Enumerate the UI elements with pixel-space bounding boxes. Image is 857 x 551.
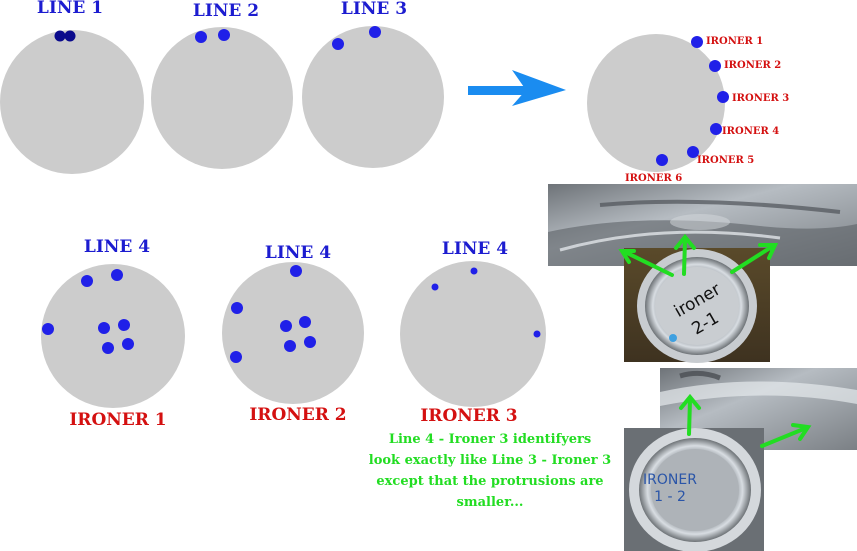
summary-dot: [710, 123, 722, 135]
summary-label: IRONER 3: [732, 93, 789, 104]
ironer2-label: IRONER 2: [249, 405, 346, 425]
summary-dot: [717, 91, 729, 103]
photo2-marker-text: IRONER: [643, 472, 697, 488]
line1-group: LINE 1: [0, 0, 144, 174]
line2-group: LINE 2: [151, 1, 293, 169]
line1-dot: [54, 30, 66, 42]
line2-label: LINE 2: [193, 1, 259, 21]
line4-ironer1-dot: [122, 338, 134, 350]
line4-ironer1-dot: [98, 322, 110, 334]
line4-ironer2-dot: [284, 340, 296, 352]
line4-label: LINE 4: [265, 243, 331, 263]
note-line: Line 4 - Ironer 3 identifyers: [389, 432, 591, 447]
line3-label: LINE 3: [341, 0, 407, 19]
note-text: Line 4 - Ironer 3 identifyers look exact…: [369, 432, 611, 510]
line4-ironer1-dot: [102, 342, 114, 354]
line1-disc: [0, 30, 144, 174]
line4-ironer1-dot: [81, 275, 93, 287]
line3-disc: [302, 26, 444, 168]
line4-ironer1-dot: [111, 269, 123, 281]
line4-ironer2-dot: [304, 336, 316, 348]
photo2-marker-text: 1 - 2: [654, 489, 686, 505]
line4-ironer2-group: LINE 4 IRONER 2: [222, 243, 364, 425]
photo-ironer-1-2: IRONER 1 - 2: [624, 368, 857, 551]
summary-label: IRONER 2: [724, 60, 781, 71]
line4-ironer3-disc: [400, 261, 546, 407]
summary-group: IRONER 1 IRONER 2 IRONER 3 IRONER 4 IRON…: [587, 34, 789, 184]
line3-group: LINE 3: [302, 0, 444, 168]
line4-ironer1-dot: [118, 319, 130, 331]
line4-label: LINE 4: [84, 237, 150, 257]
summary-label: IRONER 6: [625, 173, 682, 184]
line4-ironer2-disc: [222, 262, 364, 404]
photo-ironer-2-1: ironer 2-1: [548, 184, 857, 363]
ironer3-label: IRONER 3: [420, 406, 517, 426]
line4-ironer2-dot: [231, 302, 243, 314]
summary-dot: [691, 36, 703, 48]
line4-ironer2-dot: [290, 265, 302, 277]
line4-ironer2-dot: [280, 320, 292, 332]
summary-disc: [587, 34, 725, 172]
summary-dot: [687, 146, 699, 158]
line1-dot: [64, 30, 76, 42]
green-arrow-icon: [618, 233, 779, 277]
line4-ironer3-dot: [431, 283, 439, 291]
note-line: look exactly like Line 3 - Ironer 3: [369, 453, 611, 468]
line1-label: LINE 1: [37, 0, 103, 18]
summary-label: IRONER 4: [722, 126, 779, 137]
right-arrow-icon: [468, 70, 566, 106]
line4-ironer3-dot: [533, 330, 541, 338]
ironer1-label: IRONER 1: [69, 410, 166, 430]
line4-ironer1-dot: [42, 323, 54, 335]
summary-dot: [709, 60, 721, 72]
note-line: except that the protrusions are: [376, 474, 603, 489]
line2-dot: [195, 31, 207, 43]
note-line: smaller...: [457, 495, 524, 510]
summary-label: IRONER 1: [706, 36, 763, 47]
line4-ironer3-group: LINE 4 IRONER 3: [400, 239, 546, 426]
summary-dot: [656, 154, 668, 166]
line2-disc: [151, 27, 293, 169]
line2-dot: [218, 29, 230, 41]
line4-ironer1-group: LINE 4 IRONER 1: [41, 237, 185, 430]
line4-ironer1-disc: [41, 264, 185, 408]
green-arrow-icon: [679, 393, 812, 448]
summary-label: IRONER 5: [697, 155, 754, 166]
line4-label: LINE 4: [442, 239, 508, 259]
line3-dot: [332, 38, 344, 50]
line4-ironer2-dot: [299, 316, 311, 328]
line4-ironer3-dot: [470, 267, 478, 275]
line3-dot: [369, 26, 381, 38]
line4-ironer2-dot: [230, 351, 242, 363]
